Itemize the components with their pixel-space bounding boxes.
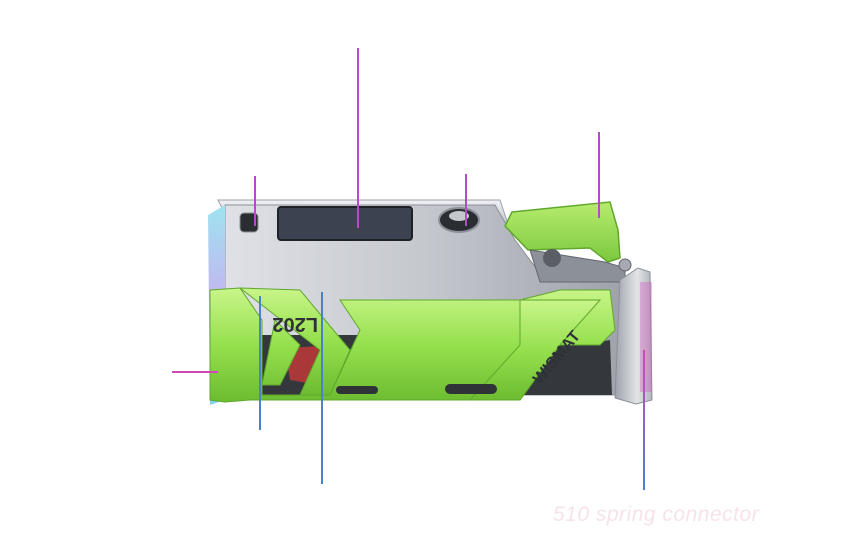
- side-engraving: L202: [272, 313, 318, 335]
- grip-slot: [336, 386, 378, 394]
- green-strut: [468, 299, 602, 401]
- leader-line-panel: [321, 292, 323, 484]
- leader-line-screen: [357, 48, 359, 228]
- grip-slot: [445, 384, 497, 394]
- leader-line-usb: [254, 176, 256, 226]
- screen: [277, 206, 413, 241]
- usb-port: [239, 212, 259, 233]
- leader-line-connector: [643, 350, 645, 490]
- leader-line-flip-cap: [598, 132, 600, 218]
- leader-line-left-edge: [172, 371, 218, 373]
- leader-line-frame: [259, 296, 261, 430]
- leader-line-wheel: [465, 174, 467, 226]
- flip-cap: [504, 201, 621, 263]
- connector-end: [614, 267, 653, 405]
- connector-callout-label: 510 spring connector: [553, 503, 760, 526]
